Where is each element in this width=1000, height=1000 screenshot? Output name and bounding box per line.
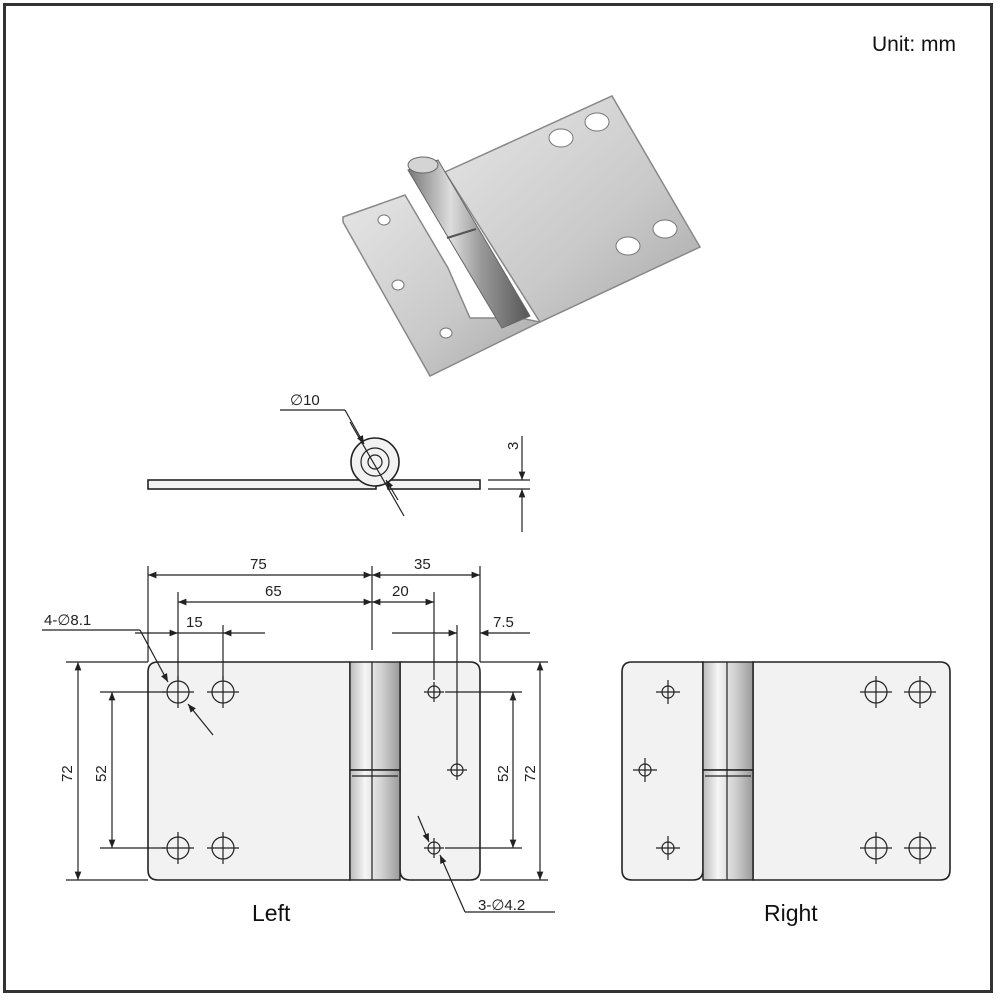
right-view — [621, 661, 951, 881]
dim-width-left-leaf: 75 — [250, 556, 267, 573]
view-label-right: Right — [764, 900, 818, 926]
left-hole-large-1 — [162, 676, 194, 708]
left-hole-large-4 — [207, 832, 239, 864]
dim-hole-pitch: 15 — [186, 614, 203, 631]
dim-hole-vertical-right: 52 — [495, 765, 512, 782]
dim-holes-small: 3-∅4.2 — [478, 897, 525, 914]
right-hole-large-1 — [860, 676, 892, 708]
dim-hole-edge-right: 7.5 — [493, 614, 514, 631]
dim-height-total-right: 72 — [522, 765, 539, 782]
hinge-3d-view — [342, 95, 702, 377]
dim-width-right-leaf: 35 — [414, 556, 431, 573]
right-barrel-lower — [702, 769, 754, 881]
left-barrel-upper — [349, 661, 401, 771]
dim-pin-diameter: ∅10 — [290, 392, 320, 409]
side-leaf-left — [147, 479, 377, 490]
left-hole-small-1 — [424, 682, 444, 702]
right-leaf-large — [752, 661, 951, 881]
side-knuckle-outer — [350, 437, 400, 487]
dim-hole-vertical-left: 52 — [93, 765, 110, 782]
right-hole-large-3 — [860, 832, 892, 864]
dim-thickness: 3 — [505, 442, 522, 450]
left-barrel-lower — [349, 769, 401, 881]
hole-3d-4 — [652, 219, 678, 239]
right-hole-large-2 — [904, 676, 936, 708]
hole-3d-3 — [615, 236, 641, 256]
right-hole-small-3 — [656, 836, 680, 860]
right-hole-large-4 — [904, 832, 936, 864]
sheet-border — [3, 3, 993, 993]
hole-3d-1 — [548, 128, 574, 148]
dim-hole-span-left: 65 — [265, 583, 282, 600]
dim-hole-offset-right: 20 — [392, 583, 409, 600]
side-pin — [367, 454, 383, 470]
left-hole-large-3 — [162, 832, 194, 864]
left-view — [42, 566, 555, 913]
side-view — [147, 409, 530, 532]
hole-3d-5 — [377, 214, 391, 226]
side-knuckle-mid — [360, 447, 390, 477]
right-hole-small-1 — [656, 680, 680, 704]
left-leaf-small — [399, 661, 481, 881]
left-hole-small-2 — [447, 760, 467, 780]
barrel-top — [407, 156, 439, 174]
hole-3d-2 — [584, 112, 610, 132]
unit-label: Unit: mm — [872, 33, 956, 56]
hole-3d-6 — [391, 279, 405, 291]
view-label-left: Left — [252, 900, 291, 926]
right-barrel-upper — [702, 661, 754, 771]
dim-holes-large: 4-∅8.1 — [44, 612, 91, 629]
barrel-joint — [446, 228, 477, 239]
right-leaf-small — [621, 661, 704, 881]
right-hole-small-2 — [633, 758, 657, 782]
left-hole-small-3 — [424, 838, 444, 858]
dim-height-total-left: 72 — [59, 765, 76, 782]
side-leaf-right — [387, 479, 481, 490]
plate-large — [443, 95, 702, 323]
left-hole-large-2 — [207, 676, 239, 708]
hole-3d-7 — [439, 327, 453, 339]
